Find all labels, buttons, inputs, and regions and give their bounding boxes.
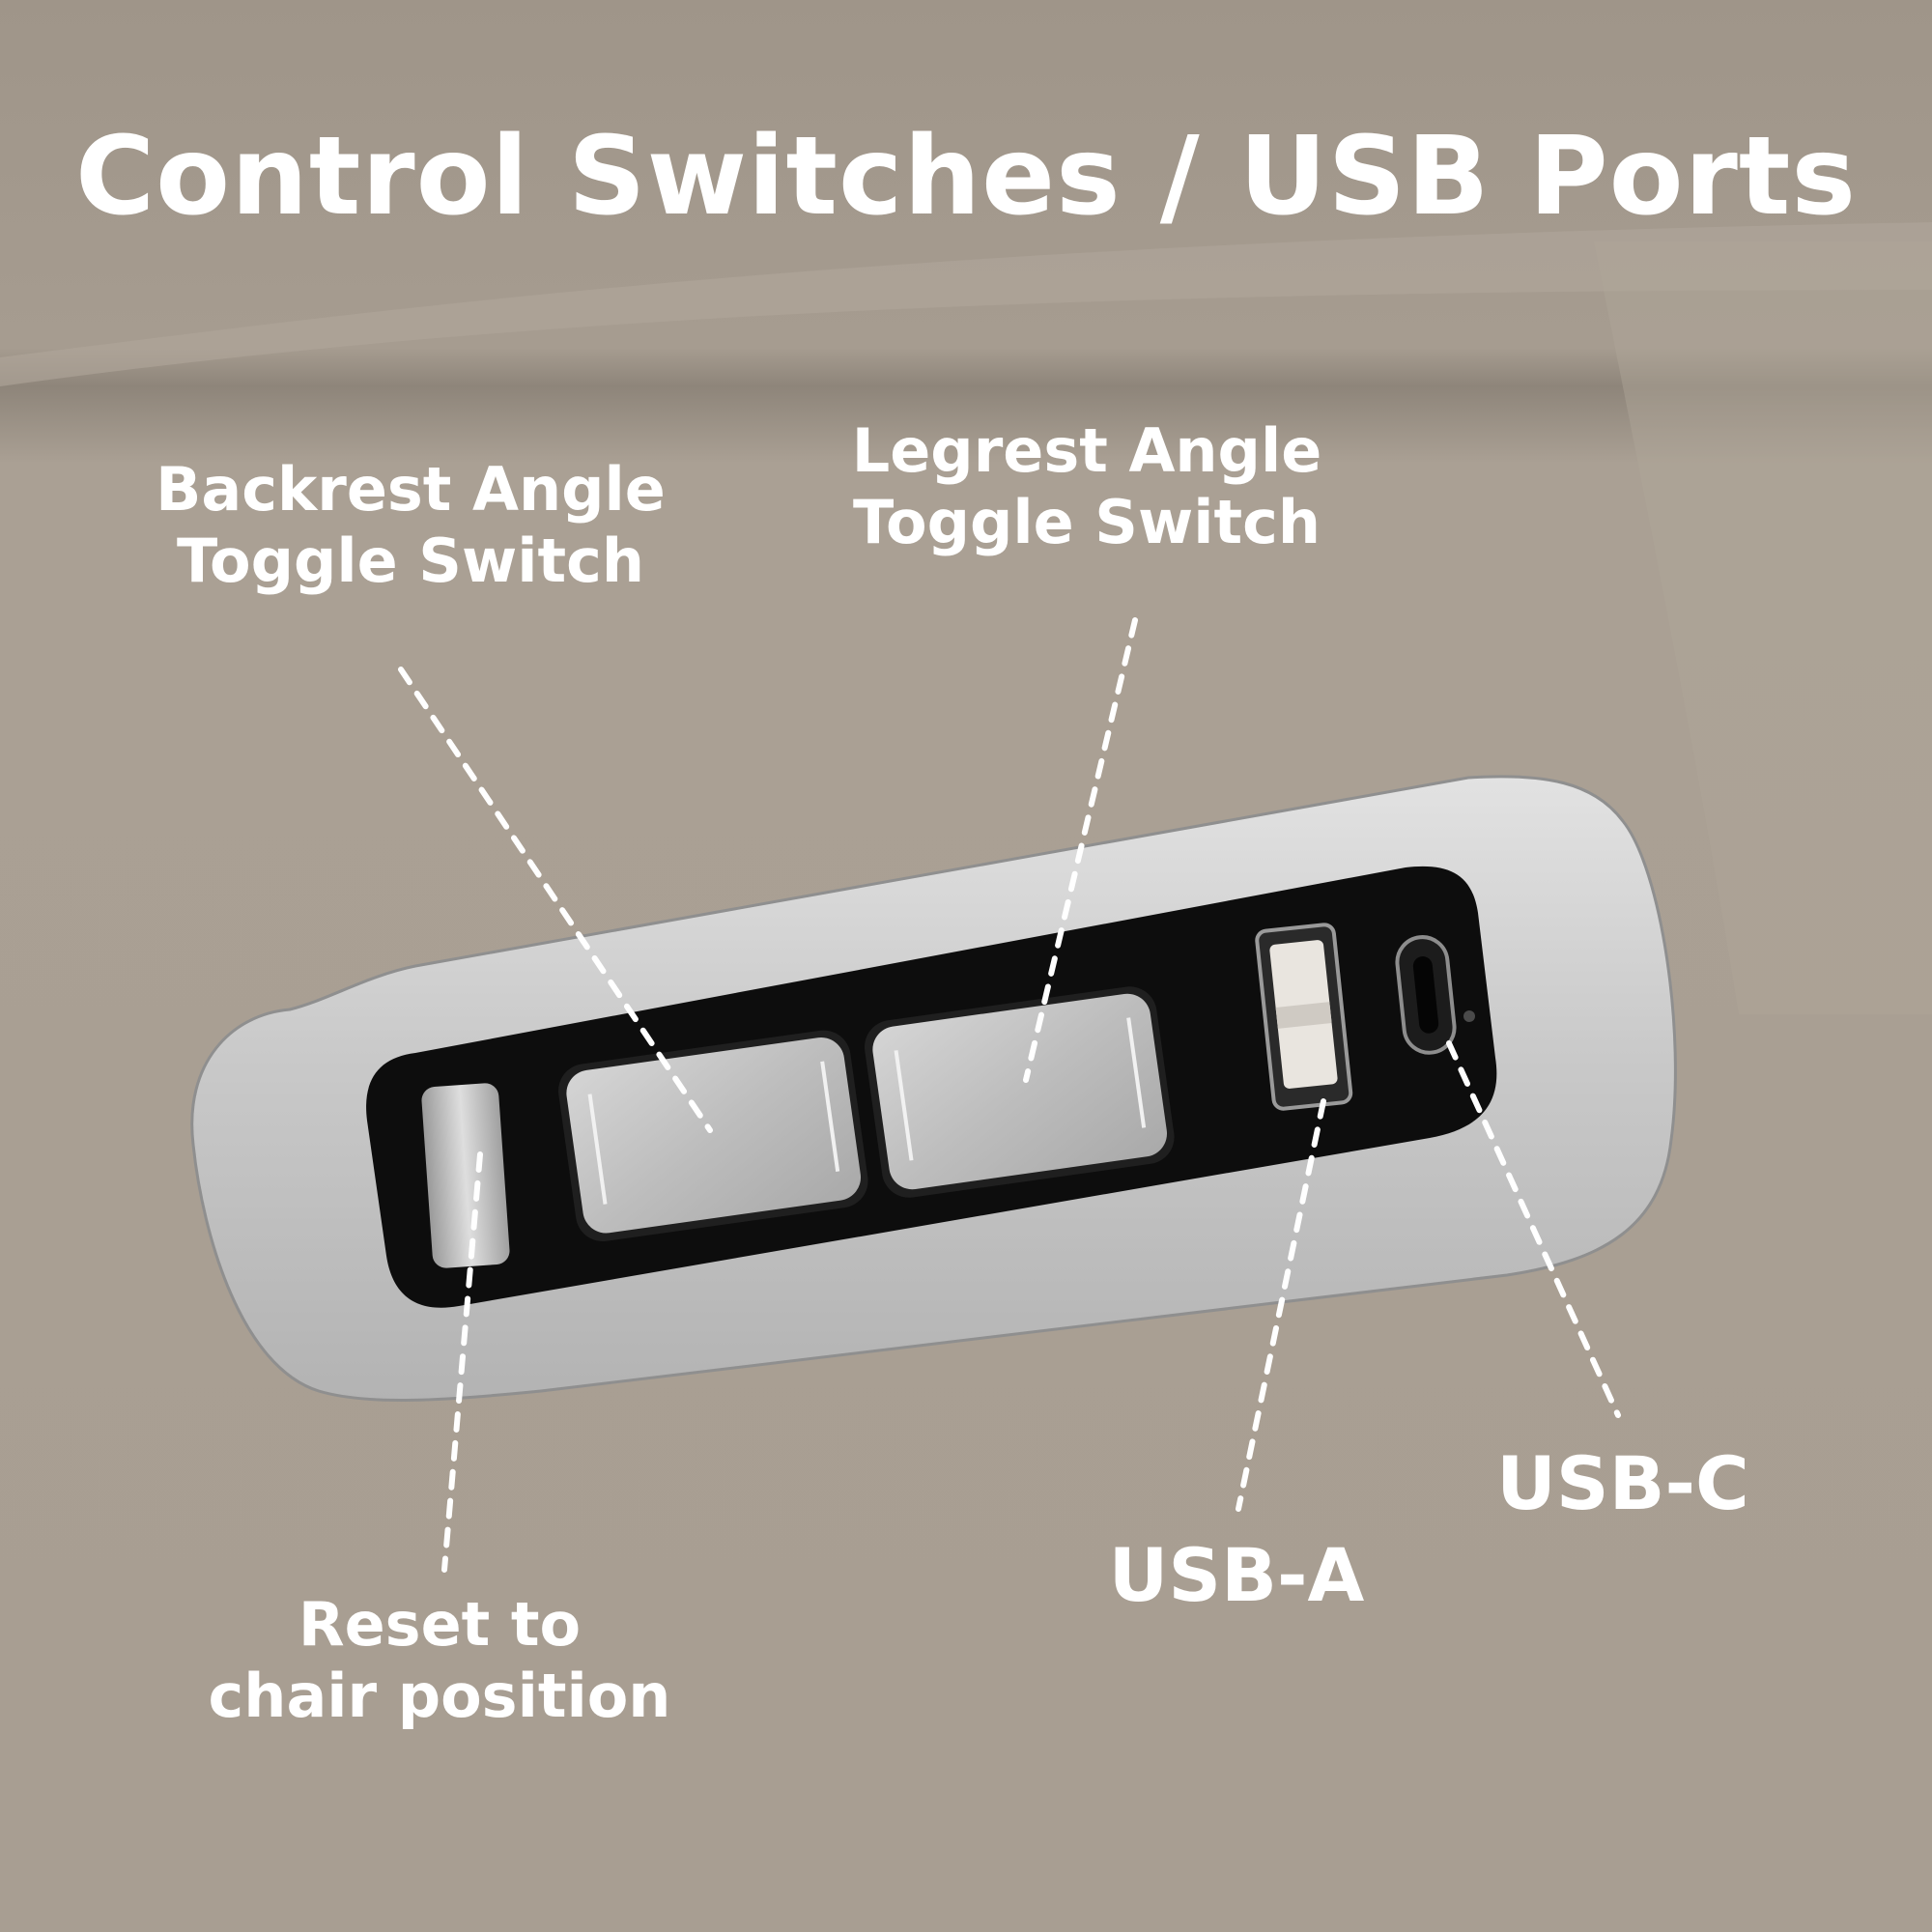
backrest-label-line1: Backrest Angle — [156, 454, 666, 525]
reset-leader-line — [441, 1151, 483, 1573]
reset-label-line2: chair position — [208, 1661, 671, 1732]
backrest-label-line2: Toggle Switch — [176, 526, 644, 597]
usb-c-leader-line — [1446, 1040, 1621, 1418]
legrest-label-line1: Legrest Angle — [851, 415, 1322, 486]
legrest-label: Legrest Angle Toggle Switch — [787, 415, 1386, 559]
control-panel — [190, 775, 1677, 1402]
backrest-label: Backrest Angle Toggle Switch — [106, 454, 715, 598]
usb-c-label: USB-C — [1496, 1440, 1749, 1526]
backrest-leader-line — [398, 667, 713, 1133]
usb-a-port[interactable] — [1255, 923, 1353, 1111]
legrest-label-line2: Toggle Switch — [852, 487, 1321, 558]
legrest-toggle-switch[interactable] — [861, 983, 1178, 1202]
legrest-leader-line — [1023, 617, 1138, 1083]
upholstery-seam — [0, 222, 1932, 386]
reset-label-line1: Reset to — [298, 1589, 582, 1660]
usb-a-label: USB-A — [1108, 1532, 1365, 1618]
usb-a-leader-line — [1236, 1098, 1326, 1512]
reset-button[interactable] — [421, 1082, 511, 1268]
indicator-dot — [1463, 1010, 1475, 1022]
upholstery-bulge — [1594, 242, 1932, 1014]
reset-label: Reset to chair position — [164, 1589, 715, 1733]
usb-c-port[interactable] — [1395, 935, 1457, 1056]
backrest-toggle-switch[interactable] — [554, 1027, 871, 1245]
page-title: Control Switches / USB Ports — [74, 114, 1858, 240]
